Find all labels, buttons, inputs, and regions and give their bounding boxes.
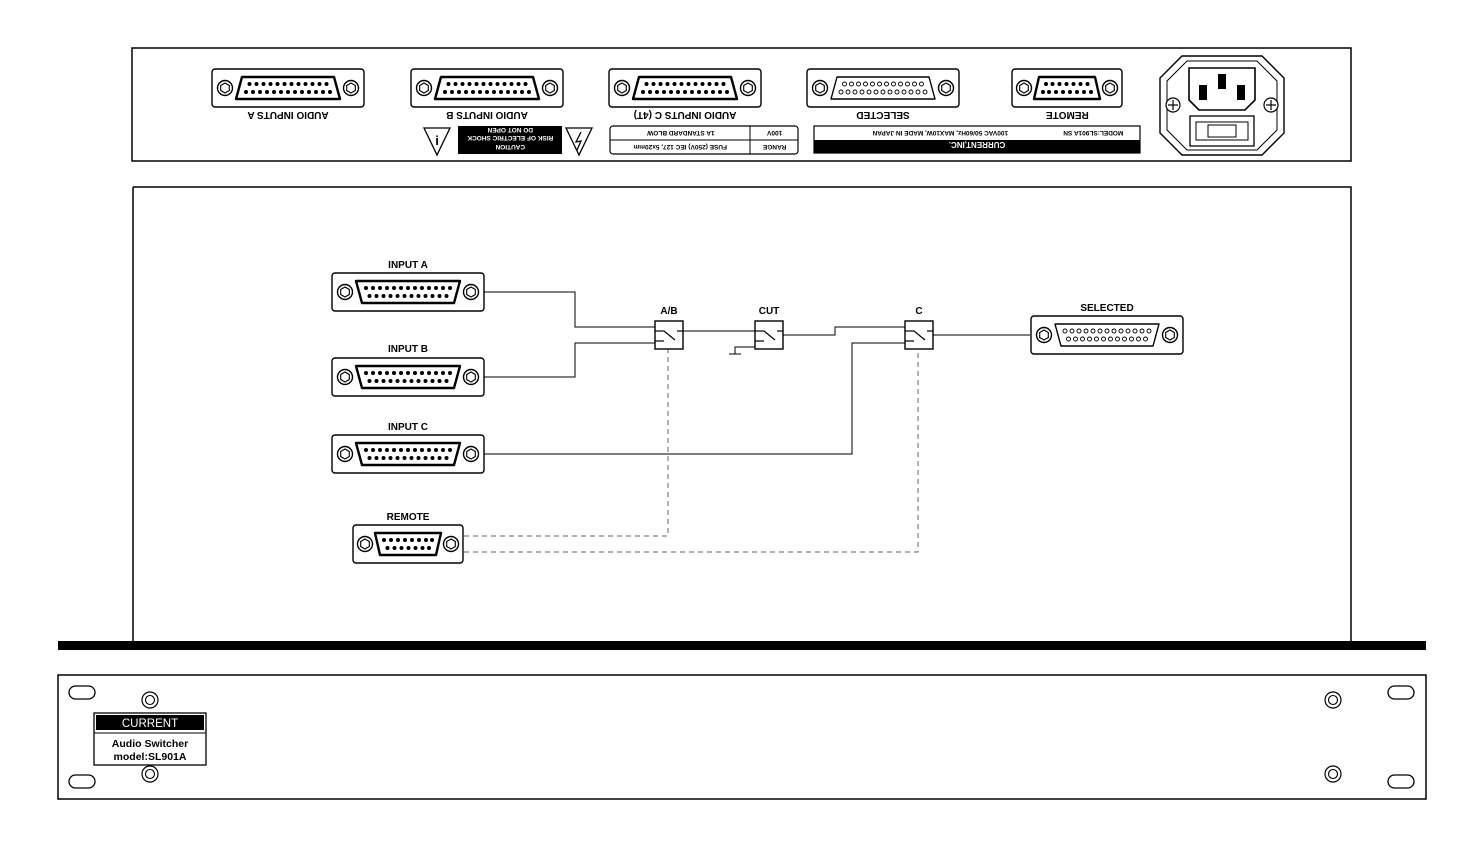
lightning-triangle-icon xyxy=(564,127,594,157)
caution-line-3: DO NOT OPEN xyxy=(487,126,533,133)
connector-label: SELECTED xyxy=(856,109,909,120)
output-label: SELECTED xyxy=(1080,303,1133,314)
diagram-input-b: INPUT B xyxy=(332,344,484,396)
maker-brand: CURRENT,INC. xyxy=(949,140,1005,149)
rear-panel: AUDIO INPUTS A AUDIO INPUTS B AUDIO INPU… xyxy=(131,47,1352,162)
switch-c: C xyxy=(904,306,934,350)
connector-label: REMOTE xyxy=(1046,109,1089,120)
front-nameplate: CURRENT Audio Switcher model:SL901A xyxy=(93,712,207,766)
signal-flow-diagram: INPUT A INPUT B INPUT C REMOTE A/B CUT C xyxy=(132,186,1352,641)
iec-power-inlet-icon xyxy=(1159,55,1285,156)
screw-icon xyxy=(141,691,159,709)
db15-connector-icon xyxy=(1012,69,1122,107)
remote-label: REMOTE xyxy=(387,512,430,523)
section-divider xyxy=(58,641,1426,650)
screw-icon xyxy=(1324,765,1342,783)
diagram-input-c: INPUT C xyxy=(332,422,484,473)
front-panel: CURRENT Audio Switcher model:SL901A xyxy=(57,674,1427,800)
input-label: INPUT C xyxy=(388,422,428,433)
input-label: INPUT A xyxy=(388,260,428,271)
front-brand: CURRENT xyxy=(122,718,178,730)
db25-female-connector-icon xyxy=(807,69,959,107)
switch-ab: A/B xyxy=(654,306,684,350)
fuse-header-range: RANGE xyxy=(762,143,786,150)
screw-icon xyxy=(141,765,159,783)
rack-slot-icon xyxy=(68,685,96,700)
rack-slot-icon xyxy=(1387,774,1415,789)
db25-female-connector-icon xyxy=(1031,316,1183,354)
caution-line-1: CAUTION xyxy=(495,143,525,150)
remote-control-lines xyxy=(464,349,919,553)
signal-wires xyxy=(484,291,1030,455)
svg-text:i: i xyxy=(435,133,439,148)
rear-connector-selected: SELECTED xyxy=(807,69,959,120)
switch-cut: CUT xyxy=(754,306,784,350)
db25-connector-icon xyxy=(609,69,761,107)
db25-connector-icon xyxy=(332,358,484,396)
caution-warning: i DO NOT OPEN RISK OF ELECTRIC SHOCK CAU… xyxy=(422,126,594,157)
switch-icon xyxy=(754,320,784,350)
connector-label: AUDIO INPUTS B xyxy=(446,109,528,120)
fuse-row-value: 1A STANDARD BLOW xyxy=(646,129,714,136)
db15-connector-icon xyxy=(353,525,463,563)
db25-connector-icon xyxy=(212,69,364,107)
rack-slot-icon xyxy=(68,774,96,789)
db25-connector-icon xyxy=(332,435,484,473)
db25-connector-icon xyxy=(411,69,563,107)
screw-icon xyxy=(1324,691,1342,709)
front-panel-frame xyxy=(57,674,1427,800)
diagram-input-a: INPUT A xyxy=(332,260,484,311)
connector-label: AUDIO INPUTS A xyxy=(247,109,328,120)
diagram-selected-output: SELECTED xyxy=(1031,303,1183,354)
db25-connector-icon xyxy=(332,273,484,311)
info-triangle-icon: i xyxy=(422,127,452,157)
power-spec-line: 100VAC 50/60Hz, MAX10W, MADE IN JAPAN xyxy=(872,129,1008,136)
switch-label: C xyxy=(915,306,922,317)
rear-connector-audio-inputs-b: AUDIO INPUTS B xyxy=(411,69,563,120)
maker-label-plate: MODEL:SL901A SN 100VAC 50/60Hz, MAX10W, … xyxy=(813,125,1141,154)
rear-connector-audio-inputs-a: AUDIO INPUTS A xyxy=(212,69,364,120)
switch-label: CUT xyxy=(759,306,780,317)
fuse-rating-table: 1A STANDARD BLOW 100V FUSE (250V) IEC 12… xyxy=(609,125,799,155)
switch-icon xyxy=(654,320,684,350)
model-serial-line: MODEL:SL901A SN xyxy=(1063,129,1123,136)
rear-connector-remote: REMOTE xyxy=(1012,69,1122,120)
input-label: INPUT B xyxy=(388,344,428,355)
rack-slot-icon xyxy=(1387,685,1415,700)
switch-label: A/B xyxy=(660,306,677,317)
rear-connector-audio-inputs-c: AUDIO INPUTS C (4T) xyxy=(609,69,761,120)
switch-icon xyxy=(904,320,934,350)
fuse-row-range: 100V xyxy=(766,129,782,136)
connector-label: AUDIO INPUTS C (4T) xyxy=(634,109,737,120)
fuse-header-spec: FUSE (250V) IEC 127, 5x20mm xyxy=(633,143,727,150)
front-product-name: Audio Switcher xyxy=(112,738,188,750)
caution-line-2: RISK OF ELECTRIC SHOCK xyxy=(467,134,553,141)
diagram-remote: REMOTE xyxy=(353,512,463,563)
caution-box xyxy=(458,126,562,154)
front-model: model:SL901A xyxy=(114,751,187,763)
